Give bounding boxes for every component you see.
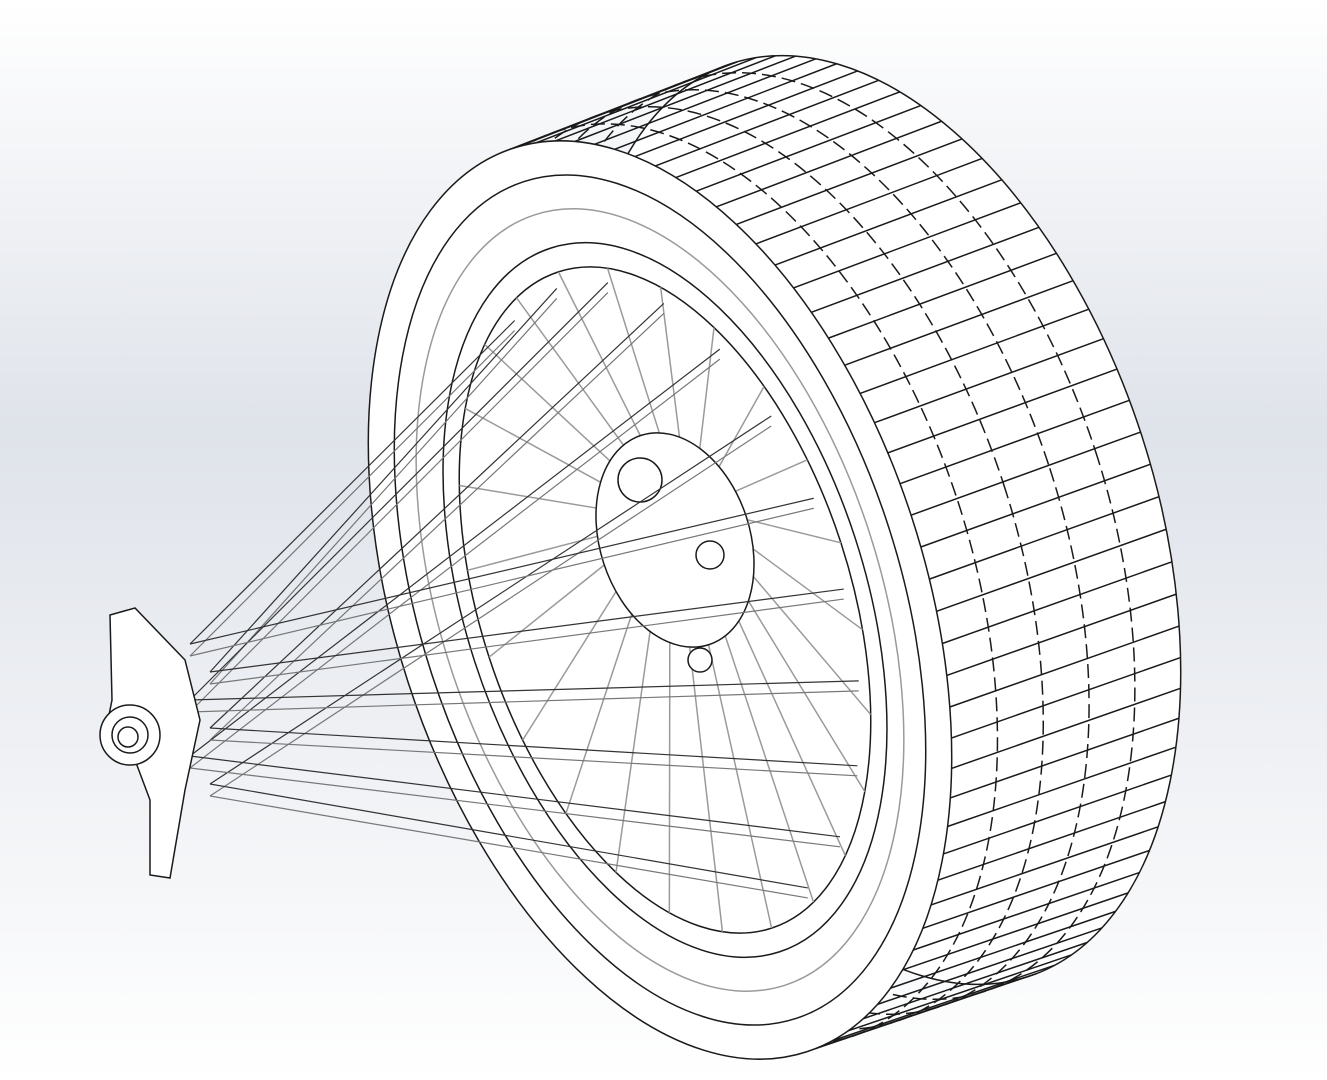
tread-groove bbox=[920, 463, 1151, 548]
tread-groove bbox=[910, 431, 1141, 516]
wire-spoke bbox=[189, 680, 859, 701]
wire-spoke-edge bbox=[209, 795, 808, 899]
tread-groove bbox=[874, 337, 1104, 424]
tread-groove bbox=[634, 70, 858, 158]
wire-spoke bbox=[209, 415, 772, 785]
tread-groove bbox=[936, 528, 1167, 613]
rim-spoke bbox=[698, 327, 715, 455]
rim-spoke bbox=[488, 561, 609, 658]
wire-spoke-edge bbox=[189, 507, 814, 657]
wire-spoke-edge bbox=[189, 358, 721, 769]
rim-spoke bbox=[722, 630, 815, 903]
tread-groove bbox=[951, 656, 1181, 739]
tire-sidewall-ring bbox=[393, 174, 927, 1026]
tread-groove bbox=[844, 279, 1074, 366]
wire-spoke-edge bbox=[209, 298, 558, 685]
wire-spoke bbox=[209, 727, 858, 767]
tread-groove bbox=[877, 927, 1103, 1006]
rim-spoke bbox=[688, 641, 724, 932]
wire-spoke bbox=[189, 282, 609, 701]
tread-groove bbox=[947, 746, 1177, 828]
wire-spoke-edge bbox=[209, 739, 858, 777]
wire-spoke bbox=[189, 320, 516, 645]
tread-groove bbox=[774, 179, 1002, 266]
wheel-assembly[interactable] bbox=[99, 0, 1290, 1080]
tread-groove bbox=[847, 954, 1072, 1032]
wire-spoke-edge bbox=[189, 690, 859, 713]
wire-spoke bbox=[189, 348, 721, 757]
rim-spoke bbox=[659, 287, 681, 443]
wire-spoke bbox=[209, 588, 844, 673]
tread-groove bbox=[942, 561, 1173, 645]
wire-spoke bbox=[189, 497, 814, 645]
tread-groove bbox=[594, 58, 817, 145]
tread-groove bbox=[949, 625, 1180, 708]
wire-spoke-edge bbox=[209, 425, 772, 797]
hub-nut-top bbox=[617, 457, 663, 503]
tread-groove bbox=[655, 79, 879, 167]
rim-spoke bbox=[464, 407, 606, 486]
rim-spoke bbox=[615, 625, 652, 873]
wire-spoke-edge bbox=[209, 312, 665, 741]
tread-groove bbox=[930, 826, 1159, 906]
rim-spoke bbox=[565, 608, 635, 814]
rim[interactable] bbox=[360, 186, 969, 1013]
tread-groove bbox=[614, 63, 837, 151]
tread-groove bbox=[922, 849, 1150, 930]
knock-off-spinner[interactable] bbox=[99, 607, 201, 879]
rim-spoke bbox=[484, 343, 615, 465]
wire-spoke-edge bbox=[189, 767, 841, 848]
rim-spoke bbox=[741, 517, 842, 544]
tread-groove bbox=[555, 55, 776, 142]
tread-groove bbox=[736, 138, 963, 226]
tread-groove bbox=[902, 892, 1129, 971]
tread-groove bbox=[793, 202, 1021, 289]
spinner-hub-cap bbox=[117, 726, 139, 748]
tread-pattern bbox=[409, 55, 1181, 1056]
tread-groove bbox=[937, 800, 1166, 881]
tread-groove bbox=[675, 91, 901, 179]
wire-spoke bbox=[189, 755, 841, 838]
tread-groove bbox=[863, 941, 1088, 1020]
tread-groove bbox=[828, 252, 1057, 339]
rim-spoke bbox=[730, 459, 808, 494]
tread-groove bbox=[536, 56, 757, 144]
rim-spoke bbox=[747, 544, 863, 631]
tread-groove bbox=[887, 368, 1118, 454]
wire-spokes bbox=[189, 282, 859, 899]
rim-spoke bbox=[606, 268, 662, 439]
rim-spoke bbox=[744, 594, 866, 792]
tread-groove bbox=[859, 308, 1090, 395]
tread-groove bbox=[950, 717, 1180, 799]
tread-groove bbox=[755, 157, 983, 245]
tire-bead-ring bbox=[415, 208, 905, 992]
tread-groove bbox=[716, 120, 942, 208]
tread-groove bbox=[951, 687, 1181, 770]
tread-groove bbox=[943, 774, 1172, 855]
tread-groove bbox=[890, 910, 1116, 989]
tread-groove bbox=[574, 55, 796, 143]
tread-groove bbox=[695, 104, 922, 192]
rim-spoke bbox=[522, 586, 620, 741]
wire-spoke-edge bbox=[189, 292, 609, 713]
wire-spoke bbox=[209, 302, 665, 729]
rim-spoke bbox=[557, 271, 644, 441]
tread-groove bbox=[899, 399, 1130, 485]
tread-groove bbox=[913, 871, 1140, 951]
tread-groove bbox=[946, 593, 1177, 677]
hub-nut-side bbox=[695, 540, 725, 570]
wire-spoke-edge bbox=[189, 330, 516, 657]
hub-nut-bottom bbox=[687, 647, 713, 673]
wire-spoke bbox=[209, 288, 558, 673]
wire-spoke-edge bbox=[209, 598, 844, 685]
tread-groove bbox=[811, 226, 1040, 314]
wire-spoke bbox=[209, 783, 808, 889]
tread-groove bbox=[929, 495, 1160, 580]
rim-spoke bbox=[735, 615, 846, 856]
tread-circumferential-groove bbox=[451, 106, 1045, 1030]
tread-circumferential-groove bbox=[494, 88, 1090, 1016]
rim-spoke bbox=[459, 484, 602, 510]
